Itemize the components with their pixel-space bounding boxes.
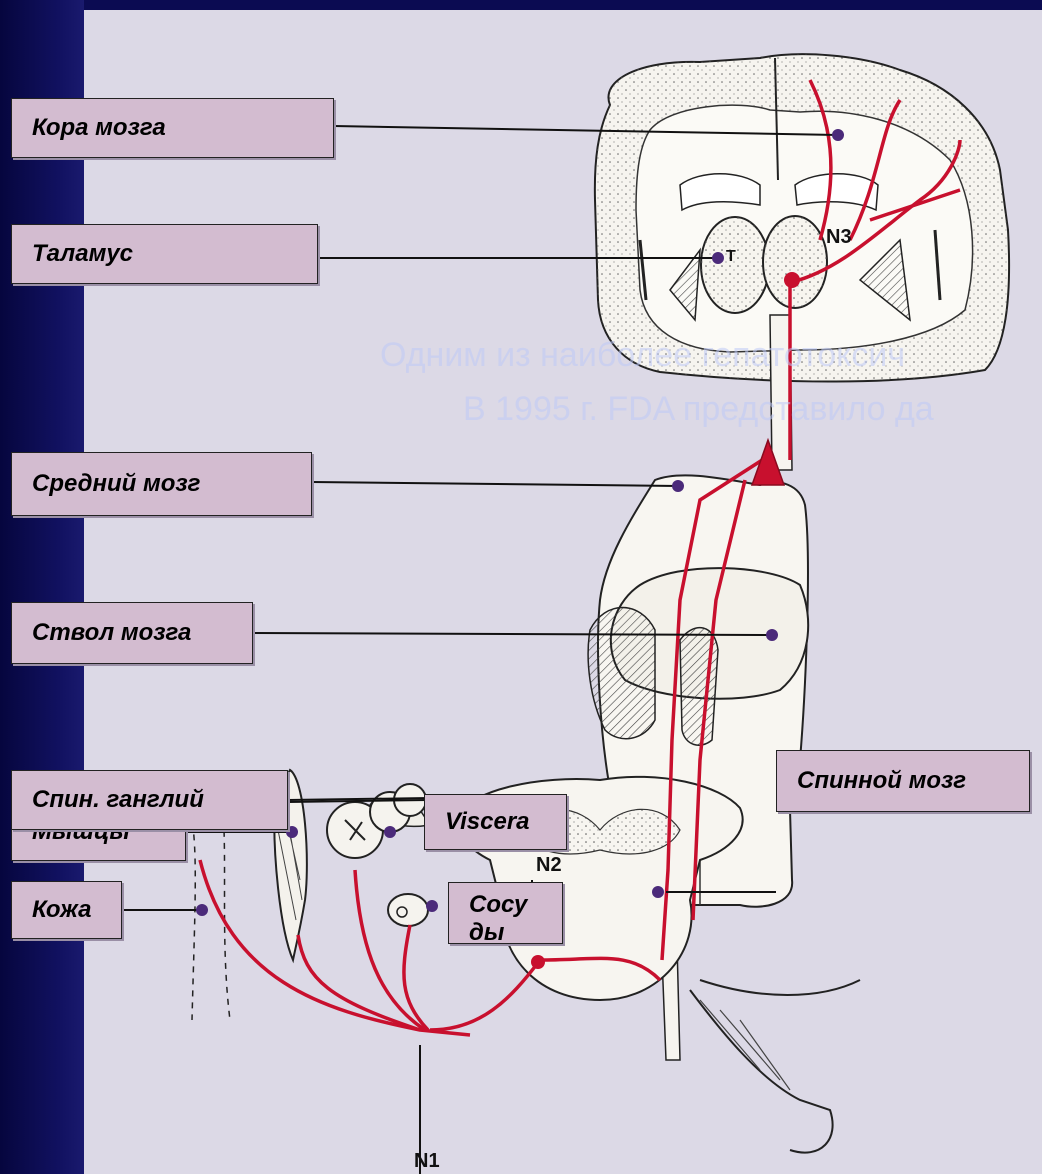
label-n1: N1 (414, 1150, 440, 1173)
label-brainstem: Ствол мозга (11, 602, 253, 664)
label-spinal-ganglion: Спин. ганглий (11, 770, 288, 830)
label-midbrain: Средний мозг (11, 452, 312, 516)
thalamus-letter: T (726, 248, 736, 266)
label-spinal-cord: Спинной мозг (776, 750, 1030, 812)
label-cortex: Кора мозга (11, 98, 334, 158)
overlay-text-line-1: Одним из наиболее гепатотоксич (380, 336, 905, 375)
label-n2: N2 (536, 854, 562, 877)
overlay-text-line-2: В 1995 г. FDA представило да (463, 390, 934, 429)
label-skin: Кожа (11, 881, 122, 939)
label-n3: N3 (826, 226, 852, 249)
thalamic-neuron (784, 272, 800, 288)
label-viscera: Viscera (424, 794, 567, 850)
label-vessels: Сосу ды (448, 882, 563, 944)
spinal-cord-neuron (531, 955, 545, 969)
label-thalamus: Таламус (11, 224, 318, 284)
